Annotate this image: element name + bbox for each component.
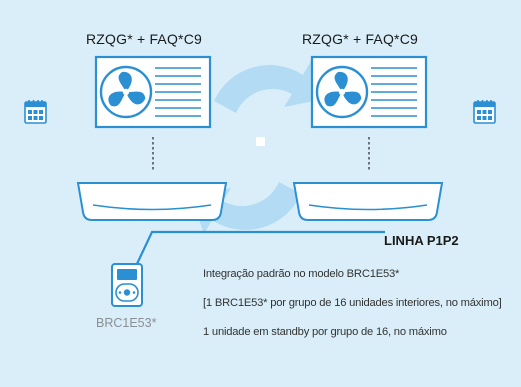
p1p2-line-label: LINHA P1P2: [384, 233, 459, 248]
indoor-unit-left: [76, 182, 228, 221]
indoor-unit-right: [292, 182, 444, 221]
outdoor-unit-left: [94, 55, 212, 129]
fan-icon: [315, 65, 369, 119]
unit-model-label-left: RZQG* + FAQ*C9: [86, 31, 202, 47]
calendar-icon: [473, 100, 496, 124]
outdoor-unit-right: [310, 55, 428, 129]
controller-label: BRC1E53*: [96, 316, 157, 330]
note-line-2: [1 BRC1E53* por grupo de 16 unidades int…: [203, 297, 502, 309]
note-line-3: 1 unidade em standby por grupo de 16, no…: [203, 326, 447, 338]
note-line-1: Integração padrão no modelo BRC1E53*: [203, 268, 400, 280]
center-marker: [256, 137, 265, 146]
p1p2-line: [135, 230, 385, 267]
unit-model-label-right: RZQG* + FAQ*C9: [302, 31, 418, 47]
calendar-icon: [24, 100, 47, 124]
fan-icon: [99, 65, 153, 119]
remote-controller-icon: [111, 263, 143, 307]
